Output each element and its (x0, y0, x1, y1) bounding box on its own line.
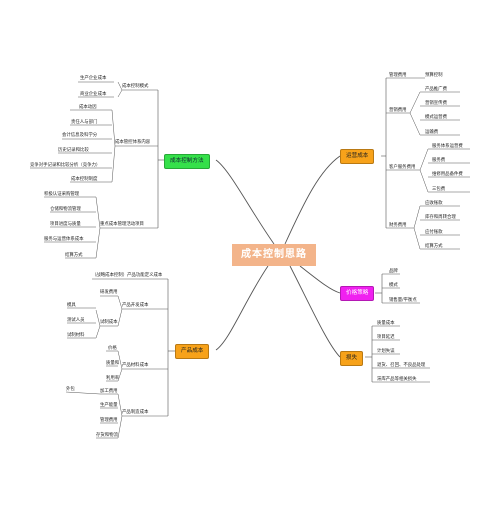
leaf-item[interactable]: 价格 (108, 346, 117, 351)
branch-operating-cost[interactable]: 运营成本 (340, 149, 375, 164)
group-finance-expense[interactable]: 财务费用 (389, 223, 407, 228)
leaf-item[interactable]: 应付账款 (425, 230, 443, 235)
leaf-item[interactable]: 竞争对手记录和比较分析（竞争力） (30, 163, 101, 168)
leaf-item[interactable]: 产品推广费 (425, 87, 447, 92)
branch-loss[interactable]: 损失 (340, 351, 364, 366)
leaf-item[interactable]: 应收账款 (425, 201, 443, 206)
group-rd-cost[interactable]: 产品开发成本 (122, 303, 149, 308)
link-center-product (215, 265, 269, 351)
leaf-item[interactable]: 责任人与部门 (71, 120, 98, 125)
leaf-item[interactable]: 服务体系运营费 (432, 144, 463, 149)
leaf-item[interactable]: 预算控制 (425, 73, 443, 78)
center-topic[interactable]: 成本控制思路 (232, 244, 316, 266)
link-center-loss (289, 265, 341, 358)
connector (413, 205, 421, 229)
leaf-item[interactable]: 维修用品备件费 (432, 172, 463, 177)
connector (117, 415, 123, 439)
leaf-item[interactable]: 模式运营费 (425, 115, 447, 120)
leaf-item[interactable]: 营销宣传费 (425, 101, 447, 106)
connector (65, 391, 101, 395)
leaf-item[interactable]: 试制材料 (67, 333, 85, 338)
connector (117, 308, 123, 327)
connector (117, 350, 123, 370)
connector (117, 295, 123, 310)
leaf-item[interactable]: 结算方式 (65, 253, 83, 258)
group-key-activities[interactable]: 重点成本管理活动项目 (100, 222, 144, 227)
leaf-item[interactable]: 质量和 (106, 361, 120, 366)
leaf-item[interactable]: 仓储和物流管理 (50, 207, 81, 212)
leaf-item[interactable]: 模式 (389, 283, 398, 288)
leaf-item[interactable]: 生产能量 (100, 403, 118, 408)
connector (117, 81, 123, 91)
connector (409, 112, 421, 136)
connector (117, 89, 123, 98)
leaf-item[interactable]: 模具 (67, 303, 76, 308)
leaf-item[interactable]: 三包费 (432, 187, 446, 192)
group-manufacturing-cost[interactable]: 产品制造成本 (122, 410, 149, 415)
connector (419, 148, 429, 171)
leaf-item[interactable]: 销售量/平衡点 (389, 298, 417, 303)
leaf-item[interactable]: 退货、召回、不良品处理 (377, 363, 426, 368)
connector (117, 393, 123, 417)
connector (409, 91, 421, 114)
leaf-item[interactable]: 滞库产品等相关损失 (377, 377, 417, 382)
leaf-item[interactable]: 质量成本 (377, 321, 395, 326)
group-material-cost[interactable]: 产品材料成本 (122, 363, 149, 368)
leaf-item[interactable]: 管理费用 (100, 418, 118, 423)
leaf-item[interactable]: 加工费用 (100, 389, 118, 394)
leaf-item[interactable]: 试制成本 (100, 320, 118, 325)
connector (413, 227, 421, 250)
connector (95, 325, 101, 339)
link-center-method (215, 159, 275, 245)
group-admin-expense[interactable]: 管理费用 (389, 73, 407, 78)
leaf-item[interactable]: 外包 (66, 387, 75, 392)
connector (419, 169, 429, 193)
leaf-item[interactable]: 结算方式 (425, 244, 443, 249)
group-marketing-expense[interactable]: 营销费用 (389, 108, 407, 113)
leaf-item[interactable]: 服务与运营体系成本 (44, 237, 84, 242)
leaf-item[interactable]: 积极认证采购管理 (44, 192, 80, 197)
group-function-definition[interactable]: （战略成本控制）产品功能定义成本 (92, 273, 163, 278)
leaf-item[interactable]: 成本控制制度 (71, 177, 98, 182)
leaf-item[interactable]: 研发费用 (100, 290, 118, 295)
leaf-item[interactable]: 利用率 (106, 376, 120, 381)
group-cost-system[interactable]: 成本管控体系内容 (115, 140, 151, 145)
leaf-item[interactable]: 项目延迟 (377, 335, 395, 340)
leaf-item[interactable]: 品牌 (389, 269, 398, 274)
link-center-price (299, 265, 341, 294)
leaf-item[interactable]: 生产企业成本 (80, 76, 107, 81)
leaf-item[interactable]: 服务费 (432, 158, 446, 163)
group-cost-mode[interactable]: 成本控制模式 (122, 84, 149, 89)
leaf-item[interactable]: 计划失误 (377, 349, 395, 354)
leaf-item[interactable]: 运输费 (425, 130, 439, 135)
branch-cost-control-method[interactable]: 成本控制方法 (164, 154, 210, 169)
leaf-item[interactable]: 库存和周转合理 (425, 215, 456, 220)
leaf-item[interactable]: 历史记录和比较 (58, 148, 89, 153)
connector (111, 145, 116, 183)
leaf-item[interactable]: 商业企业成本 (80, 92, 107, 97)
branch-product-cost[interactable]: 产品成本 (175, 344, 210, 359)
branch-price-strategy[interactable]: 价格策略 (340, 286, 375, 301)
leaf-item[interactable]: 会计信息及科学分 (62, 133, 98, 138)
leaf-item[interactable]: 存货和物流 (96, 433, 118, 438)
connector (95, 309, 101, 327)
leaf-item[interactable]: 成本动因 (79, 105, 97, 110)
group-service-expense[interactable]: 客户服务费用 (389, 165, 416, 170)
connector (111, 109, 116, 147)
connector (95, 196, 101, 229)
connector (117, 368, 123, 382)
link-center-ops (284, 155, 341, 245)
connector (95, 227, 101, 259)
leaf-item[interactable]: 项目进度与质量 (50, 222, 81, 227)
leaf-item[interactable]: 测试人员 (67, 318, 85, 323)
